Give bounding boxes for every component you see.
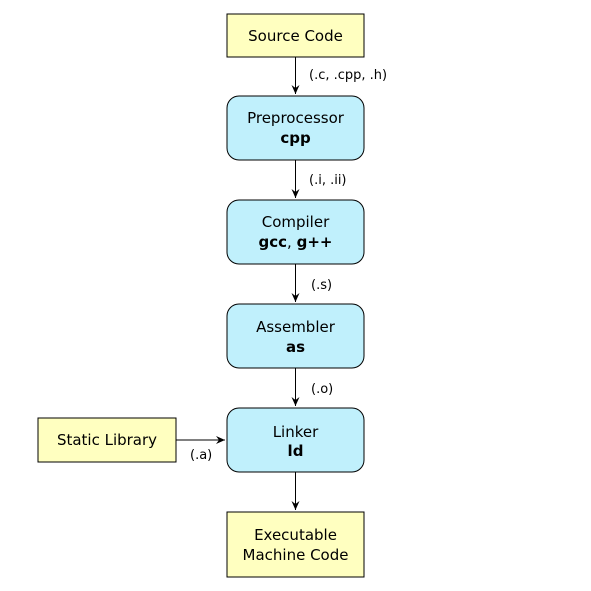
compiler-label: Compiler bbox=[262, 213, 330, 231]
compiler-tool-gcc: gcc bbox=[259, 233, 288, 251]
linker-label: Linker bbox=[273, 423, 319, 441]
source-code-node: Source Code bbox=[226, 13, 365, 58]
source-code-label: Source Code bbox=[248, 27, 343, 45]
static-library-node: Static Library bbox=[37, 417, 177, 463]
assembler-node: Assembler as bbox=[226, 303, 365, 369]
executable-node: Executable Machine Code bbox=[226, 511, 365, 578]
edge-label-source-ext: (.c, .cpp, .h) bbox=[309, 68, 387, 83]
compiler-box bbox=[226, 199, 365, 265]
assembler-box bbox=[226, 303, 365, 369]
compiler-tool-separator: , bbox=[287, 233, 297, 251]
source-code-box bbox=[226, 13, 365, 58]
preprocessor-node: Preprocessor cpp bbox=[226, 95, 365, 161]
preprocessor-box bbox=[226, 95, 365, 161]
compiler-tool-gpp: g++ bbox=[297, 233, 333, 251]
preprocessor-label: Preprocessor bbox=[247, 109, 345, 127]
compiler-node: Compiler gcc, g++ bbox=[226, 199, 365, 265]
preprocessor-tool: cpp bbox=[280, 129, 311, 147]
executable-label-line2: Machine Code bbox=[243, 546, 349, 564]
linker-node: Linker ld bbox=[226, 407, 365, 473]
executable-label-line1: Executable bbox=[254, 526, 337, 544]
assembler-label: Assembler bbox=[256, 318, 336, 336]
edge-label-object-ext: (.o) bbox=[311, 382, 333, 397]
edge-label-preprocessed-ext: (.i, .ii) bbox=[309, 173, 347, 188]
static-library-box bbox=[37, 417, 177, 463]
assembler-tool: as bbox=[286, 338, 305, 356]
static-library-label: Static Library bbox=[57, 431, 157, 449]
edge-label-assembly-ext: (.s) bbox=[311, 278, 332, 293]
linker-tool: ld bbox=[288, 442, 304, 460]
edge-label-archive-ext: (.a) bbox=[190, 448, 212, 463]
compiler-tools: gcc, g++ bbox=[259, 233, 333, 251]
executable-box bbox=[226, 511, 365, 578]
